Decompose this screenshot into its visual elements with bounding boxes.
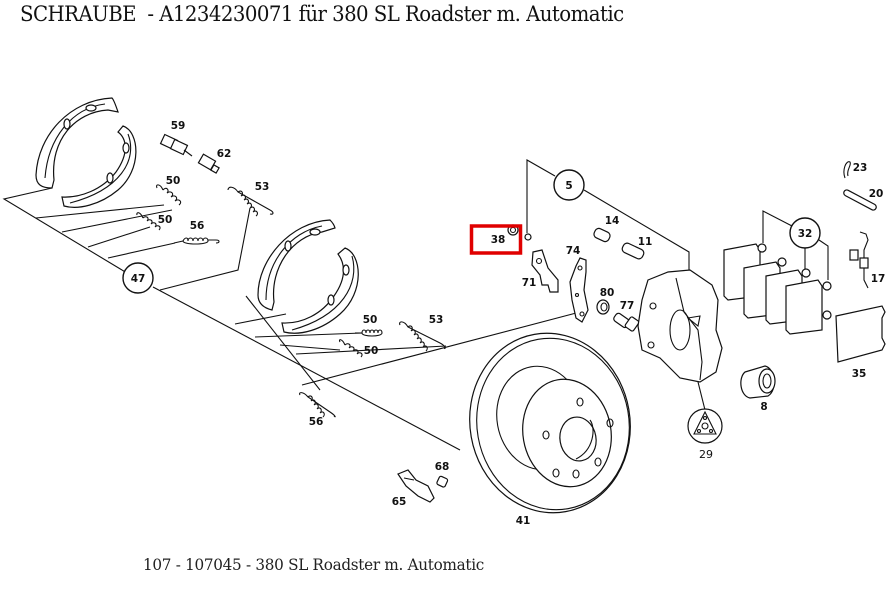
part-74-plate <box>569 257 589 323</box>
part-50-spring-d <box>338 339 363 358</box>
label-20[interactable]: 20 <box>869 188 884 200</box>
part-50-spring-a <box>156 184 182 206</box>
label-50d[interactable]: 50 <box>364 345 379 357</box>
label-17[interactable]: 17 <box>871 273 886 285</box>
label-71[interactable]: 71 <box>522 277 537 289</box>
part-53-spring-b <box>399 321 446 352</box>
part-53-spring-a <box>227 186 274 217</box>
label-29[interactable]: 29 <box>699 448 713 461</box>
part-65-wear-sensor <box>397 469 435 503</box>
label-8[interactable]: 8 <box>760 401 767 413</box>
label-50a[interactable]: 50 <box>166 175 181 187</box>
callout-47[interactable]: 47 <box>122 262 154 294</box>
label-59[interactable]: 59 <box>171 120 186 132</box>
part-50-spring-b <box>136 212 161 231</box>
label-11[interactable]: 11 <box>638 236 653 248</box>
part-14-bushing <box>593 227 611 243</box>
label-53b[interactable]: 53 <box>429 314 444 326</box>
part-23-clip <box>843 161 851 179</box>
label-35[interactable]: 35 <box>852 368 867 380</box>
label-50b[interactable]: 50 <box>158 214 173 226</box>
caliper-body <box>637 269 723 383</box>
footer-caption: 107 - 107045 - 380 SL Roadster m. Automa… <box>143 555 485 574</box>
label-38[interactable]: 38 <box>491 234 506 246</box>
label-56a[interactable]: 56 <box>190 220 205 232</box>
part-20-pin <box>843 189 877 211</box>
label-62[interactable]: 62 <box>217 148 232 160</box>
brake-shoe-middle-left <box>257 219 336 311</box>
part-29-seal <box>687 381 723 444</box>
label-41[interactable]: 41 <box>516 515 531 527</box>
svg-text:47: 47 <box>131 273 146 285</box>
brake-pads-32 <box>723 243 832 335</box>
svg-text:5: 5 <box>565 180 572 192</box>
part-8-bushing <box>740 365 776 399</box>
label-14[interactable]: 14 <box>605 215 620 227</box>
callout-32[interactable]: 32 <box>789 217 821 249</box>
label-23[interactable]: 23 <box>853 162 868 174</box>
brake-shoe-upper-left <box>35 97 119 189</box>
label-77[interactable]: 77 <box>620 300 635 312</box>
label-80[interactable]: 80 <box>600 287 615 299</box>
label-68[interactable]: 68 <box>435 461 450 473</box>
brake-disc-41 <box>469 332 631 514</box>
highlight-box-part-38 <box>469 224 523 255</box>
part-17-spring-clip <box>849 231 869 289</box>
part-62-sleeve <box>197 153 220 174</box>
label-74[interactable]: 74 <box>566 245 581 257</box>
label-50c[interactable]: 50 <box>363 314 378 326</box>
part-68-sleeve <box>436 475 449 488</box>
callout-5[interactable]: 5 <box>553 169 585 201</box>
leader-lines-group-5 <box>526 159 690 272</box>
label-53a[interactable]: 53 <box>255 181 270 193</box>
brake-shoe-middle-right <box>281 247 359 334</box>
svg-text:32: 32 <box>798 228 813 240</box>
leader-lines-group-32 <box>762 210 829 280</box>
part-50-spring-c <box>355 329 383 337</box>
page-title: SCHRAUBE - A1234230071 für 380 SL Roadst… <box>20 2 624 26</box>
brake-shoe-upper-right <box>61 125 137 208</box>
label-65[interactable]: 65 <box>392 496 407 508</box>
part-56-spring-b <box>299 392 336 418</box>
part-80-washer <box>596 299 610 315</box>
leader-lines-group-47 <box>2 187 581 451</box>
part-71-bracket <box>531 249 559 293</box>
part-11-bolt <box>621 242 645 260</box>
part-77-bolt <box>613 312 640 332</box>
label-56b[interactable]: 56 <box>309 416 324 428</box>
part-56-spring-a <box>173 237 220 245</box>
part-35-shim <box>835 305 886 363</box>
part-59-adjuster <box>159 133 193 157</box>
